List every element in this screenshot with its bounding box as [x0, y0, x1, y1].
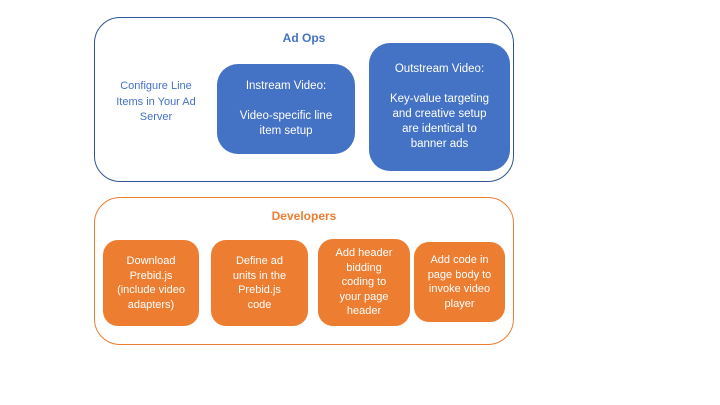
developers-section-title: Developers [271, 209, 337, 223]
ad-ops-section-title: Ad Ops [282, 31, 326, 45]
instream-video-heading: Instream Video: [245, 80, 327, 92]
outstream-video-heading: Outstream Video: [394, 63, 485, 75]
